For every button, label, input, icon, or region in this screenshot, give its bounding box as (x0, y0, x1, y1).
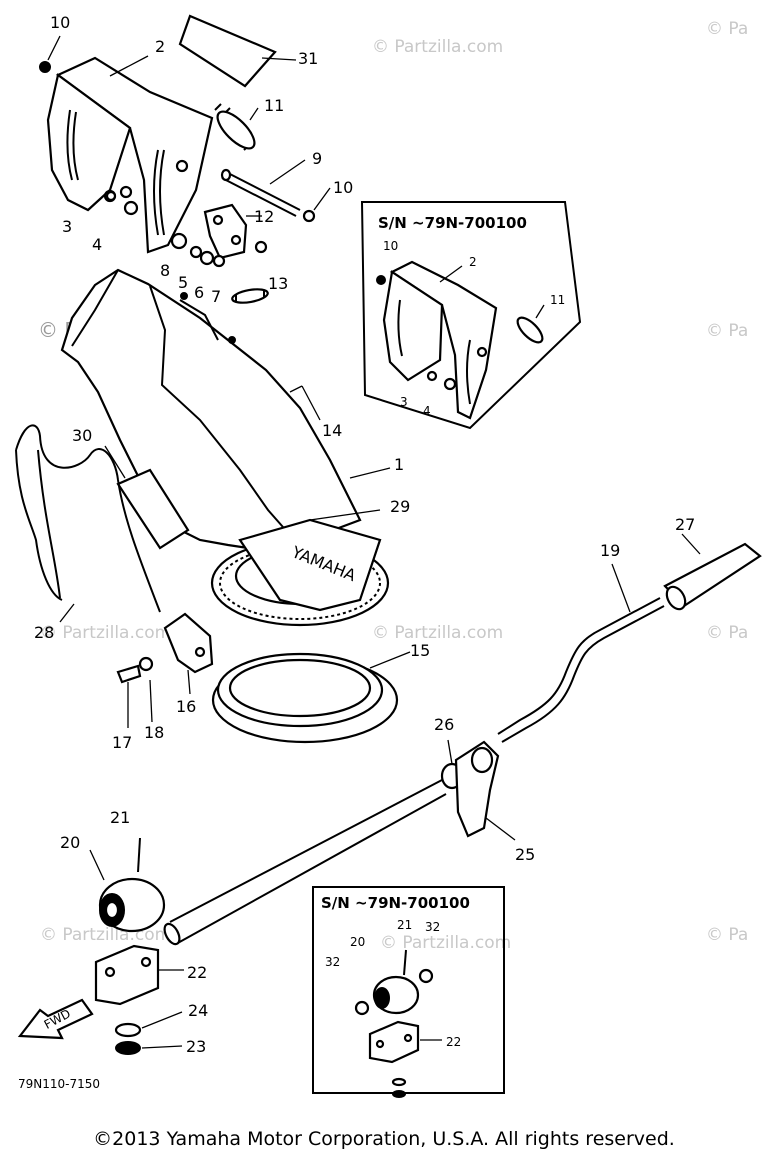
callout: 16 (176, 697, 196, 716)
part-21-pin (137, 837, 141, 873)
part-31-decal (178, 14, 297, 88)
part-1-hood (60, 268, 391, 550)
callout: 22 (187, 963, 207, 982)
callout: 23 (186, 1037, 206, 1056)
drawing-code: 79N110-7150 (18, 1077, 100, 1091)
callout: 12 (254, 207, 274, 226)
callout: 21 (397, 918, 412, 932)
watermark: © Partzilla.com (372, 37, 503, 57)
fwd-arrow-icon: FWD (17, 998, 94, 1040)
callout: 15 (410, 641, 430, 660)
callout: 1 (394, 455, 404, 474)
callout: 8 (160, 261, 170, 280)
inset-bottom-title: S/N ~79N-700100 (321, 894, 470, 912)
part-2-upper-cover (39, 35, 214, 254)
part-16-17-18 (116, 612, 214, 728)
callout: 26 (434, 715, 454, 734)
callout: 2 (469, 255, 477, 269)
callout: 32 (325, 955, 340, 969)
watermark: © Pa (706, 623, 748, 643)
part-29-gear: YAMAHA (210, 509, 390, 627)
callout: 2 (155, 37, 165, 56)
inset-top-title: S/N ~79N-700100 (378, 214, 527, 232)
copyright-notice: ©2013 Yamaha Motor Corporation, U.S.A. A… (93, 1128, 675, 1150)
callouts: 10 2 31 11 9 10 3 4 12 8 5 6 7 13 14 1 3… (34, 13, 695, 1056)
inset-top: S/N ~79N-700100 (360, 201, 582, 430)
inset-bottom: S/N ~79N-700100 (312, 886, 505, 1098)
callout: 20 (350, 935, 365, 949)
inset-top-callouts: 10 2 11 3 4 (383, 239, 565, 418)
callout: 6 (194, 283, 204, 302)
watermark: © Pa (706, 321, 748, 341)
part-19-tiller (497, 563, 665, 743)
part-28-cable (15, 424, 161, 623)
watermark: © Partzilla.com (40, 925, 171, 945)
callout: 21 (110, 808, 130, 827)
part-11-spring (214, 103, 259, 151)
callout: 10 (383, 239, 398, 253)
callout: 10 (50, 13, 70, 32)
part-9-rod (220, 159, 331, 223)
watermark: © Partzilla.com (380, 933, 511, 953)
part-12-bracket (203, 203, 262, 260)
part-27-grip (663, 533, 762, 611)
callout: 4 (92, 235, 102, 254)
callout: 3 (400, 395, 408, 409)
inset-bottom-callouts: 21 32 20 32 22 (325, 918, 461, 1049)
callout: 30 (72, 426, 92, 445)
callout: 29 (390, 497, 410, 516)
watermark: © Pa (706, 19, 748, 39)
callout: 20 (60, 833, 80, 852)
watermark: © Partzilla.com (40, 623, 171, 643)
callout: 9 (312, 149, 322, 168)
shaft (163, 779, 447, 946)
part-24-washer (114, 1011, 183, 1038)
part-20-bushing (89, 849, 166, 933)
callout: 19 (600, 541, 620, 560)
callout: 7 (211, 287, 221, 306)
hardware-5-6-7-8-13 (105, 185, 268, 268)
callout: 13 (268, 274, 288, 293)
watermark: © Partzilla.com (372, 623, 503, 643)
callout: 28 (34, 623, 54, 642)
callout: 18 (144, 723, 164, 742)
callout: 11 (264, 96, 284, 115)
callout: 4 (423, 404, 431, 418)
part-22-bracket (94, 944, 184, 1006)
callout: 5 (178, 273, 188, 292)
callout: 31 (298, 49, 318, 68)
callout: 24 (188, 1001, 208, 1020)
callout: 17 (112, 733, 132, 752)
callout: 14 (322, 421, 342, 440)
watermark: © Pa (706, 925, 748, 945)
callout: 11 (550, 293, 565, 307)
part-26-25 (440, 739, 516, 841)
callout: 3 (62, 217, 72, 236)
callout: 22 (446, 1035, 461, 1049)
callout: 10 (333, 178, 353, 197)
callout: 25 (515, 845, 535, 864)
part-30-plate (104, 445, 190, 550)
callout: 32 (425, 920, 440, 934)
part-15-collar (211, 651, 411, 744)
callout: 27 (675, 515, 695, 534)
part-23-nut (115, 1041, 183, 1055)
